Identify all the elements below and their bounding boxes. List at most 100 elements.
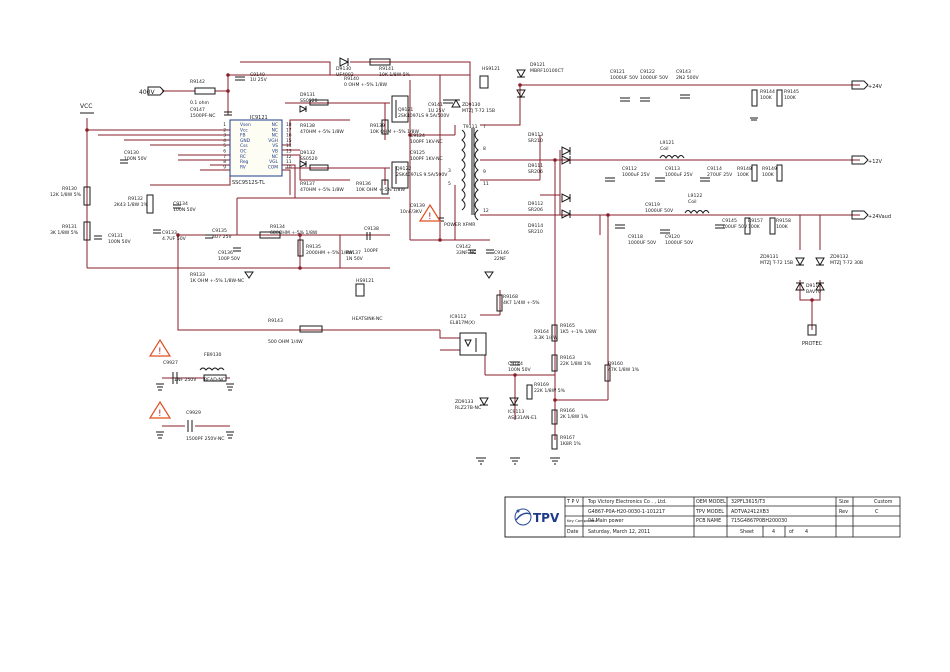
ic-pin-number: 17 — [286, 127, 292, 133]
svg-text:R9132: R9132 — [128, 196, 143, 202]
optocoupler-symbol — [459, 332, 487, 356]
svg-text:ZD9132: ZD9132 — [830, 254, 848, 260]
svg-text:2SK4097LS 9.5A/500V: 2SK4097LS 9.5A/500V — [396, 172, 448, 178]
svg-text:Size: Size — [839, 499, 849, 505]
svg-text:C9927: C9927 — [163, 360, 178, 366]
ic-pin-number: 5 — [223, 143, 226, 149]
svg-text:D9112: D9112 — [528, 201, 543, 207]
svg-text:R9164: R9164 — [534, 329, 549, 335]
warning-triangle-icon: ! ! ! — [148, 203, 442, 419]
ic-pin-name: Vcc — [240, 127, 248, 133]
svg-text:1000UF 50V: 1000UF 50V — [645, 208, 674, 214]
svg-text:D9115: D9115 — [806, 283, 821, 289]
ic-pin-name: NC — [272, 122, 278, 128]
capacitor-symbols — [94, 76, 725, 432]
svg-text:+12V: +12V — [868, 159, 883, 165]
ic-pin-name: GND — [240, 138, 251, 144]
ic-pin-number: 7 — [223, 154, 226, 160]
svg-text:R9158: R9158 — [776, 218, 791, 224]
svg-text:9: 9 — [483, 169, 486, 175]
svg-text:D9132: D9132 — [300, 150, 315, 156]
svg-text:R9137: R9137 — [346, 250, 361, 256]
svg-text:PCB NAME: PCB NAME — [696, 518, 721, 524]
svg-text:SR210: SR210 — [528, 138, 543, 144]
svg-text:2K 1/8W 1%: 2K 1/8W 1% — [560, 414, 589, 420]
svg-text:D9131: D9131 — [300, 92, 315, 98]
svg-text:100PF 1KV-NC: 100PF 1KV-NC — [410, 139, 443, 145]
title-block — [504, 496, 901, 538]
svg-text:MTZJ T-72 15B: MTZJ T-72 15B — [760, 260, 793, 266]
svg-text:T9111: T9111 — [462, 124, 478, 130]
svg-text:4: 4 — [772, 529, 775, 535]
svg-text:C9144: C9144 — [508, 361, 523, 367]
svg-text:100N 50V: 100N 50V — [124, 156, 148, 162]
label-c9147-val: 1500PF-NC — [190, 113, 215, 119]
svg-text:4U7 25V: 4U7 25V — [212, 234, 233, 240]
svg-text:33NF-NC: 33NF-NC — [456, 250, 476, 256]
svg-text:R9163: R9163 — [560, 355, 575, 361]
ic-pin-name: OC — [240, 149, 247, 155]
svg-text:4.7UF 50V: 4.7UF 50V — [162, 236, 187, 242]
svg-text:FB9130: FB9130 — [204, 352, 222, 358]
svg-text:Rev: Rev — [839, 509, 848, 515]
svg-text:C9142: C9142 — [456, 244, 471, 250]
svg-text:OEM MODEL: OEM MODEL — [696, 499, 726, 505]
ground-symbols — [156, 117, 758, 465]
svg-text:PROTEC: PROTEC — [802, 341, 823, 347]
ic-pin-number: 18 — [286, 122, 292, 128]
resistor-symbols — [194, 58, 391, 382]
wires — [86, 61, 860, 440]
resistor-symbols-vertical — [83, 89, 783, 450]
svg-text:100UF 50V: 100UF 50V — [722, 224, 748, 230]
svg-text:L9121: L9121 — [660, 140, 674, 146]
svg-text:1K8R 1%: 1K8R 1% — [560, 441, 581, 447]
svg-text:R9134: R9134 — [270, 224, 285, 230]
svg-text:1N 50V: 1N 50V — [346, 256, 364, 262]
svg-text:R9168: R9168 — [503, 294, 518, 300]
tpv-logo: TPV — [514, 508, 560, 526]
ic-pin-number: 13 — [286, 149, 292, 155]
svg-text:D9114: D9114 — [528, 223, 543, 229]
ic-pin-number: 6 — [223, 149, 226, 155]
svg-text:C9130: C9130 — [124, 150, 139, 156]
svg-text:100K: 100K — [737, 172, 750, 178]
svg-text:POWER XFMR: POWER XFMR — [444, 222, 476, 228]
svg-text:D9113: D9113 — [528, 132, 543, 138]
svg-text:C9124: C9124 — [410, 133, 425, 139]
svg-text:10K OHM +-5% 1/8W: 10K OHM +-5% 1/8W — [356, 187, 405, 193]
svg-text:UF4002: UF4002 — [336, 72, 354, 78]
svg-text:ZD9131: ZD9131 — [760, 254, 778, 260]
mosfet-symbols — [391, 95, 409, 189]
svg-text:100N 50V: 100N 50V — [108, 239, 132, 245]
net-400v: 400V — [139, 86, 165, 96]
svg-text:Custom: Custom — [874, 499, 893, 505]
svg-text:2N2 500V: 2N2 500V — [676, 75, 700, 81]
svg-text:C: C — [875, 509, 879, 515]
svg-text:R9130: R9130 — [62, 186, 77, 192]
svg-text:SR206: SR206 — [528, 169, 543, 175]
svg-text:C9125: C9125 — [410, 150, 425, 156]
svg-text:Q9122: Q9122 — [396, 166, 411, 172]
ic-pin-name: RC — [240, 154, 246, 160]
svg-text:R9131: R9131 — [62, 224, 77, 230]
svg-text:HEATSINK-NC: HEATSINK-NC — [352, 316, 383, 322]
svg-text:1K5 +-1% 1/8W: 1K5 +-1% 1/8W — [560, 329, 597, 335]
ic-pin-name: VGH — [268, 138, 278, 144]
svg-text:C9135: C9135 — [212, 228, 227, 234]
svg-text:G4867-P0A-H20-0030-1-101217: G4867-P0A-H20-0030-1-101217 — [588, 509, 665, 515]
ic-pin-number: 4 — [223, 138, 226, 144]
net-vcc: VCC — [80, 103, 94, 114]
svg-text:22NF: 22NF — [494, 256, 506, 262]
svg-text:470HM +-5% 1/8W: 470HM +-5% 1/8W — [300, 129, 344, 135]
svg-text:R9166: R9166 — [560, 408, 575, 414]
svg-text:C9120: C9120 — [665, 234, 680, 240]
svg-text:11: 11 — [483, 181, 489, 187]
svg-text:R9157: R9157 — [748, 218, 763, 224]
svg-text:400V: 400V — [139, 89, 155, 96]
svg-text:32PFL3615/T3: 32PFL3615/T3 — [731, 499, 765, 505]
ic-pin-name: NC — [272, 133, 278, 139]
svg-text:D9121: D9121 — [530, 62, 545, 68]
svg-text:C9141: C9141 — [428, 102, 443, 108]
svg-text:C9131: C9131 — [108, 233, 123, 239]
